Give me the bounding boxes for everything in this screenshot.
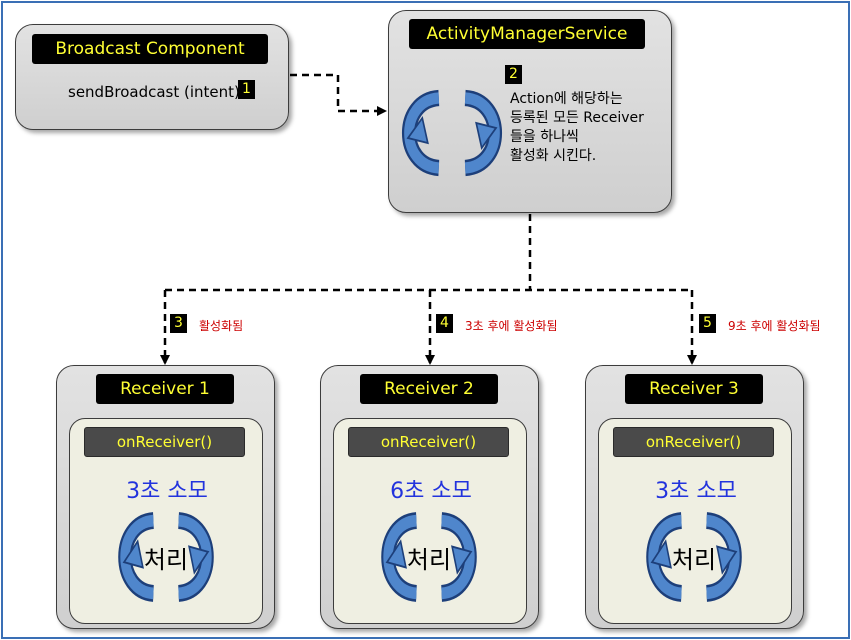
receiver-1-inner: onReceiver() 3초 소모: [69, 418, 263, 624]
receiver-1-title: Receiver 1: [96, 374, 234, 404]
ams-description-line-4: 활성화 시킨다.: [510, 148, 597, 164]
receiver-1-time: 3초 소모: [126, 479, 208, 504]
receiver-2-inner: onReceiver() 6초 소모: [333, 418, 527, 624]
ams-description-line-3: 들을 하나씩: [510, 129, 579, 145]
receiver-3-time: 3초 소모: [655, 479, 737, 504]
step-badge-5: 5: [699, 314, 716, 333]
broadcast-component-title: Broadcast Component: [32, 34, 268, 64]
activity-manager-service-box: ActivityManagerService 2 Action에 해당하는 등록…: [388, 10, 672, 213]
ams-description-line-1: Action에 해당하는: [510, 91, 623, 107]
receiver-3-method: onReceiver(): [613, 427, 774, 457]
receiver-3-inner: onReceiver() 3초 소모: [598, 418, 792, 624]
receiver-3-process: 처리: [671, 546, 717, 574]
receiver-3-box: Receiver 3 onReceiver() 3초 소모: [585, 365, 804, 629]
edge-label-5: 9초 후에 활성화됨: [728, 319, 821, 333]
receiver-2-box: Receiver 2 onReceiver() 6초 소모: [320, 365, 539, 629]
receiver-2-method: onReceiver(): [348, 427, 509, 457]
edge-label-3: 활성화됨: [199, 319, 244, 333]
receiver-1-method: onReceiver(): [84, 427, 245, 457]
ams-description-line-2: 등록된 모든 Receiver: [510, 110, 644, 126]
receiver-2-title: Receiver 2: [360, 374, 498, 404]
receiver-3-title: Receiver 3: [625, 374, 763, 404]
send-broadcast-label: sendBroadcast (intent): [68, 83, 240, 101]
cycle-arrow-icon: [408, 98, 496, 168]
broadcast-component-box: Broadcast Component sendBroadcast (inten…: [15, 24, 289, 130]
step-badge-4: 4: [436, 314, 453, 333]
receiver-2-process: 처리: [406, 546, 452, 574]
receiver-1-box: Receiver 1 onReceiver() 3초 소모: [56, 365, 275, 629]
step-badge-3: 3: [170, 314, 187, 333]
activity-manager-service-title: ActivityManagerService: [409, 19, 645, 49]
receiver-2-time: 6초 소모: [390, 479, 472, 504]
step-badge-1: 1: [238, 80, 255, 99]
receiver-1-process: 처리: [143, 546, 189, 574]
edge-broadcast-to-ams: [290, 73, 387, 116]
step-badge-2: 2: [505, 65, 522, 84]
edge-label-4: 3초 후에 활성화됨: [465, 319, 558, 333]
